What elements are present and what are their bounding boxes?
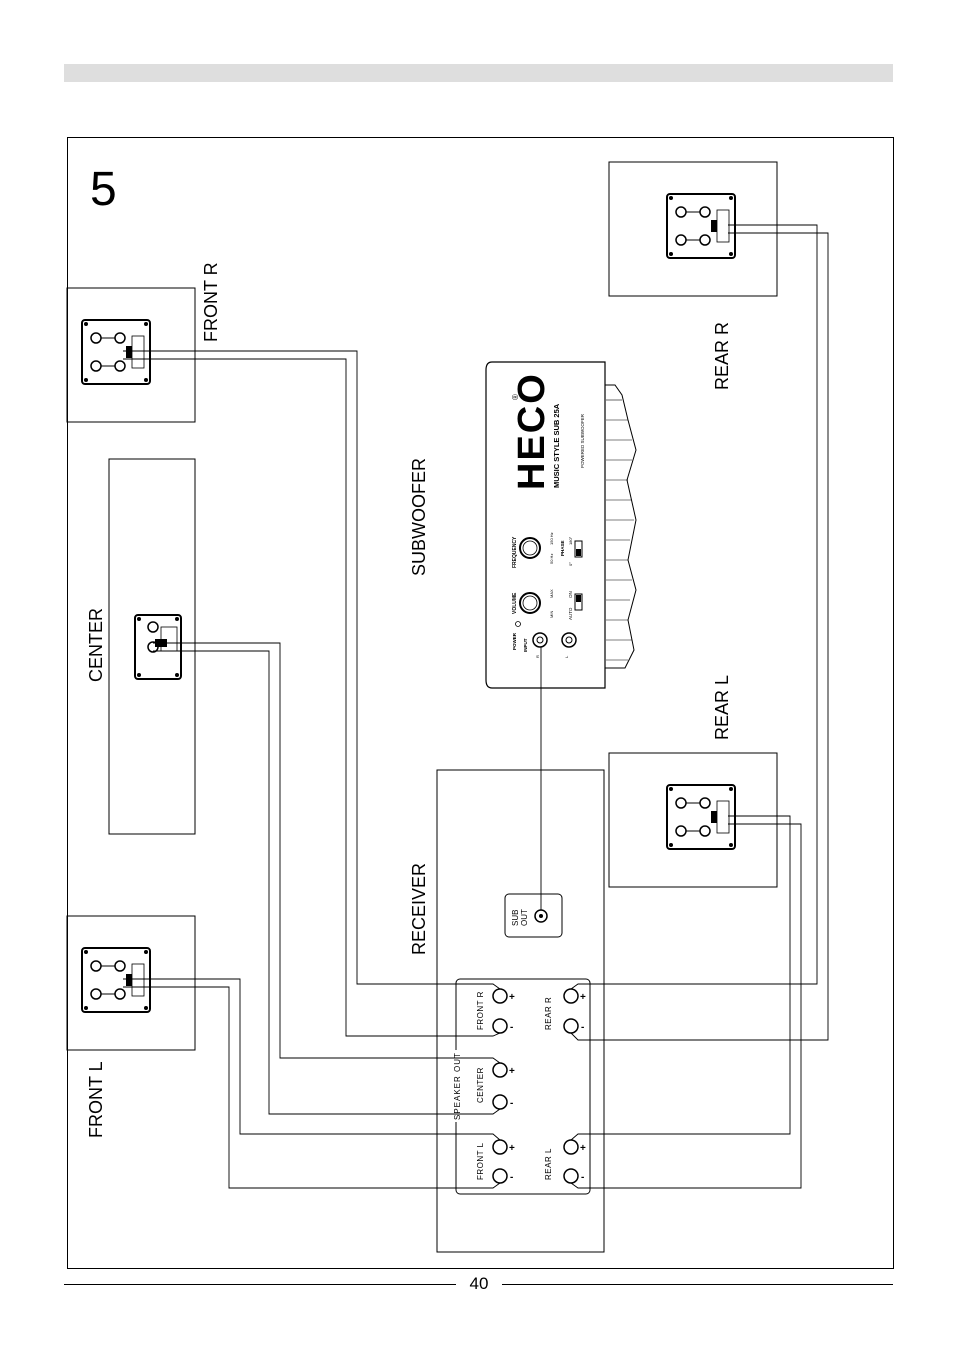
front-r-minus-sign: - (510, 1022, 513, 1033)
rear-l-minus-terminal[interactable] (563, 1168, 579, 1184)
rear-r-plus-terminal[interactable] (563, 988, 579, 1004)
front-r-plus-sign: + (509, 992, 515, 1003)
speaker-wires (123, 224, 829, 1189)
center-terminal-plate (134, 614, 182, 680)
rear-right-terminal-plate (666, 193, 736, 259)
input-l-label: L (564, 655, 569, 658)
center-channel-label: CENTER (476, 1067, 485, 1103)
front-right-terminal-plate (81, 319, 151, 385)
phase-180-label: 180° (568, 536, 573, 545)
page-number: 40 (469, 1274, 489, 1293)
volume-label: VOLUME (512, 592, 518, 614)
front-l-plus-terminal[interactable] (492, 1139, 508, 1155)
registered-mark: ® (511, 394, 520, 400)
rear-r-minus-sign: - (581, 1022, 584, 1033)
rear-r-plus-wire (570, 224, 818, 990)
footer-rule-right (502, 1284, 893, 1285)
rear-right-label: REAR R (712, 322, 732, 390)
center-minus-sign: - (510, 1098, 513, 1109)
center-plus-sign: + (509, 1066, 515, 1077)
step-number: 5 (90, 163, 117, 216)
front-r-minus-terminal[interactable] (492, 1018, 508, 1034)
front-l-minus-terminal[interactable] (492, 1168, 508, 1184)
rear-r-minus-terminal[interactable] (563, 1018, 579, 1034)
subwoofer-panel: HECO ® MUSIC STYLE SUB 25A POWERED SUBWO… (485, 361, 637, 689)
frequency-label: FREQUENCY (512, 536, 518, 568)
power-led (515, 621, 521, 627)
freq-high-label: 150 Hz (549, 532, 554, 545)
speaker-out-label: SPEAKER OUT (453, 1052, 462, 1120)
front-l-plus-sign: + (509, 1143, 515, 1154)
rear-l-minus-wire (570, 823, 802, 1189)
rear-l-channel-label: REAR L (544, 1148, 553, 1180)
input-label: INPUT (523, 638, 528, 652)
rear-r-plus-sign: + (580, 992, 586, 1003)
center-plus-wire (153, 642, 501, 1064)
front-left-speaker-box (66, 915, 196, 1051)
freq-low-label: 50 Hz (549, 554, 554, 564)
rear-left-terminal-plate (666, 784, 736, 850)
input-jack-l[interactable] (561, 632, 577, 648)
rear-r-channel-label: REAR R (544, 997, 553, 1030)
sub-out-label-1: SUB (511, 910, 520, 926)
model-name: MUSIC STYLE SUB 25A (552, 403, 561, 488)
front-l-minus-sign: - (510, 1172, 513, 1183)
rear-l-plus-terminal[interactable] (563, 1139, 579, 1155)
volume-max-label: MAX (549, 589, 554, 598)
sub-out-box (504, 893, 563, 938)
rear-l-plus-wire (570, 815, 791, 1141)
diagram-frame (67, 137, 894, 1269)
rear-l-plus-sign: + (580, 1143, 586, 1154)
input-jack-r[interactable] (532, 632, 548, 648)
phase-label: PHASE (560, 540, 565, 556)
center-speaker-box (108, 458, 196, 835)
rear-right-speaker-box (608, 161, 778, 297)
front-left-terminal-plate (81, 947, 151, 1013)
front-right-speaker-box (66, 287, 196, 423)
input-r-label: R (535, 655, 540, 658)
front-r-channel-label: FRONT R (476, 991, 485, 1030)
center-minus-terminal[interactable] (492, 1094, 508, 1110)
receiver-label: RECEIVER (409, 863, 429, 955)
front-r-minus-wire (123, 358, 501, 1037)
front-l-plus-wire (123, 978, 501, 1141)
rear-left-label: REAR L (712, 675, 732, 740)
rear-l-minus-sign: - (581, 1172, 584, 1183)
front-l-channel-label: FRONT L (476, 1142, 485, 1180)
brand-logo: HECO (511, 372, 553, 490)
receiver-box (436, 769, 605, 1253)
phase-0-label: 0° (568, 562, 573, 566)
rear-r-minus-wire (570, 232, 829, 1041)
front-r-plus-terminal[interactable] (492, 988, 508, 1004)
volume-min-label: MIN (549, 611, 554, 618)
receiver-terminals (492, 988, 579, 1184)
rear-left-speaker-box (608, 752, 778, 888)
center-minus-wire (153, 650, 501, 1115)
center-label: CENTER (86, 608, 106, 682)
power-label: POWER (512, 632, 517, 650)
subwoofer-label: SUBWOOFER (409, 458, 429, 576)
front-left-label: FRONT L (86, 1061, 106, 1138)
on-label: ON (568, 591, 573, 598)
front-r-plus-wire (123, 350, 501, 990)
front-l-minus-wire (123, 986, 501, 1189)
footer-rule-left (64, 1284, 456, 1285)
header-bar (64, 64, 893, 82)
auto-label: AUTO (568, 607, 573, 620)
model-subtitle: POWERED SUBWOOFER (580, 413, 585, 468)
center-plus-terminal[interactable] (492, 1062, 508, 1078)
front-right-label: FRONT R (201, 262, 221, 342)
sub-out-label-2: OUT (520, 909, 529, 926)
